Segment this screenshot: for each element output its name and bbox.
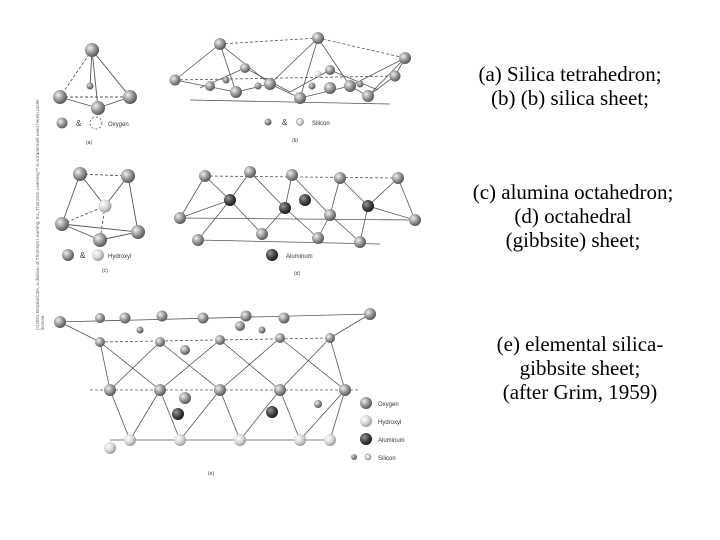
svg-text:Hydroxyl: Hydroxyl	[378, 420, 401, 426]
panel-c-label: (c)	[102, 268, 108, 274]
panel-a-atoms	[53, 43, 137, 115]
panel-b-atoms	[169, 32, 411, 104]
svg-text:Aluminum: Aluminum	[378, 438, 405, 444]
caption-a-line2: (b) (b) silica sheet;	[490, 86, 650, 110]
svg-text:&: &	[76, 119, 82, 128]
caption-silica: (a) Silica tetrahedron; (b) (b) silica s…	[440, 62, 700, 110]
caption-c-line3: (gibbsite) sheet;	[505, 228, 641, 252]
svg-text:Silicon: Silicon	[378, 456, 396, 462]
caption-e-line3: (after Grim, 1959)	[502, 380, 658, 404]
panel-d-atoms	[174, 166, 421, 248]
caption-e-line1: (e) elemental silica-	[496, 332, 664, 356]
caption-c-line2: (d) octahedral	[514, 204, 632, 228]
caption-alumina: (c) alumina octahedron; (d) octahedral (…	[438, 180, 708, 252]
panel-b-label: (b)	[292, 138, 298, 144]
copyright-credit: (c)2001 Brooks/Cole, a division of Thoms…	[35, 99, 45, 330]
svg-text:Oxygen: Oxygen	[378, 402, 399, 408]
panel-e-atoms	[54, 308, 376, 454]
panel-e-sheet	[57, 313, 371, 441]
panel-d-label: (d)	[294, 271, 300, 277]
panel-a-label: (a)	[86, 140, 92, 146]
panel-d-legend: Aluminum (d)	[266, 249, 313, 277]
caption-silica-gibbsite: (e) elemental silica- gibbsite sheet; (a…	[460, 332, 700, 404]
svg-text:&: &	[80, 251, 86, 260]
svg-text:Silicon: Silicon	[312, 121, 330, 127]
panel-a-legend: & Oxygen (a)	[56, 116, 129, 146]
svg-text:&: &	[282, 118, 288, 127]
svg-text:Oxygen: Oxygen	[108, 122, 129, 128]
caption-c-line1: (c) alumina octahedron;	[472, 180, 674, 204]
svg-text:Hydroxyl: Hydroxyl	[108, 254, 131, 260]
caption-e-line2: gibbsite sheet;	[519, 356, 641, 380]
panel-e-label: (e)	[208, 471, 214, 477]
clay-mineral-structure-diagram: & Oxygen (a)	[53, 32, 421, 477]
panel-b-legend: & Silicon (b)	[264, 118, 330, 144]
panel-d-sheet	[179, 171, 416, 245]
panel-a-tetrahedron	[59, 49, 131, 109]
panel-c-legend: & Hydroxyl (c)	[62, 249, 131, 274]
panel-e-legend: Oxygen Hydroxyl Aluminum Silicon (e)	[208, 397, 405, 477]
caption-a-line1: (a) Silica tetrahedron;	[478, 62, 662, 86]
panel-c-atoms	[55, 167, 145, 247]
svg-text:Aluminum: Aluminum	[286, 254, 313, 260]
